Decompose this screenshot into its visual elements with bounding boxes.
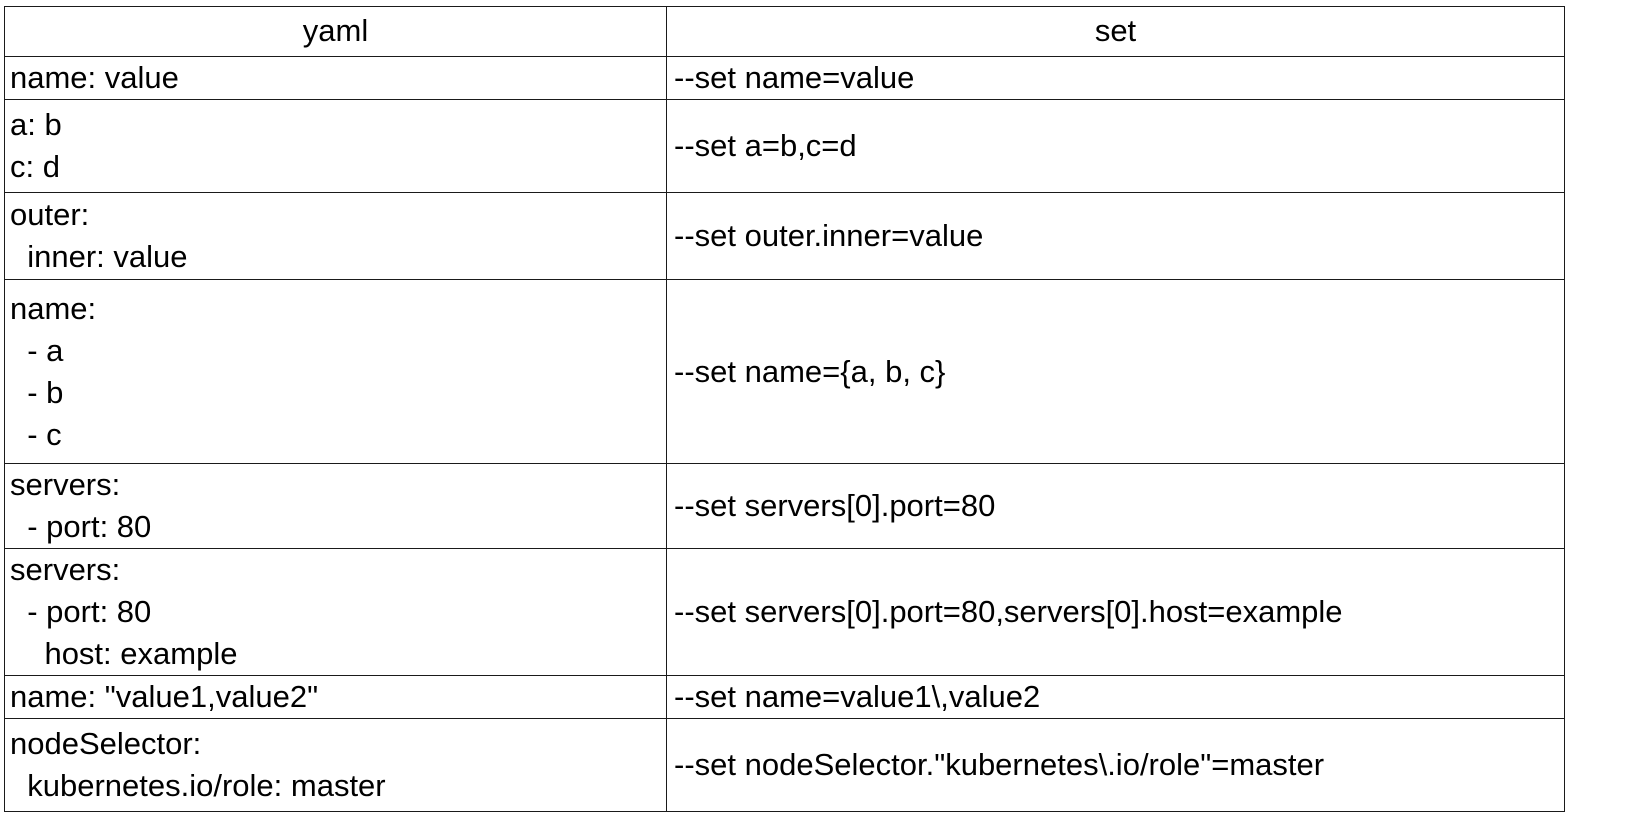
table-row: name: value --set name=value (4, 56, 1565, 100)
column-header-set: set (666, 6, 1565, 57)
table-row: a: b c: d --set a=b,c=d (4, 99, 1565, 193)
set-cell: --set nodeSelector."kubernetes\.io/role"… (666, 718, 1565, 812)
column-header-set-label: set (1094, 13, 1137, 48)
yaml-snippet: servers: - port: 80 host: example (10, 552, 238, 671)
yaml-snippet: outer: inner: value (10, 197, 188, 274)
table-header: yaml set (4, 6, 1565, 57)
column-header-yaml: yaml (4, 6, 667, 57)
set-cell: --set name=value1\,value2 (666, 675, 1565, 719)
set-cell: --set name=value (666, 56, 1565, 100)
set-cell: --set name={a, b, c} (666, 279, 1565, 464)
table-body: name: value --set name=value a: b c: d -… (4, 56, 1565, 812)
yaml-cell: servers: - port: 80 host: example (4, 548, 667, 676)
yaml-cell: servers: - port: 80 (4, 463, 667, 549)
table-row: name: "value1,value2" --set name=value1\… (4, 675, 1565, 719)
set-flag-snippet: --set name=value (674, 60, 915, 95)
yaml-snippet: a: b c: d (10, 107, 62, 184)
set-flag-snippet: --set servers[0].port=80 (674, 488, 996, 523)
set-flag-snippet: --set name=value1\,value2 (674, 679, 1041, 714)
yaml-snippet: name: "value1,value2" (10, 679, 319, 714)
set-cell: --set a=b,c=d (666, 99, 1565, 193)
set-cell: --set servers[0].port=80,servers[0].host… (666, 548, 1565, 676)
table-row: outer: inner: value --set outer.inner=va… (4, 192, 1565, 280)
yaml-cell: name: "value1,value2" (4, 675, 667, 719)
table-row: servers: - port: 80 --set servers[0].por… (4, 463, 1565, 549)
set-flag-snippet: --set outer.inner=value (674, 218, 984, 253)
set-cell: --set outer.inner=value (666, 192, 1565, 280)
set-flag-snippet: --set nodeSelector."kubernetes\.io/role"… (674, 747, 1325, 782)
table-row: name: - a - b - c --set name={a, b, c} (4, 279, 1565, 464)
yaml-snippet: servers: - port: 80 (10, 467, 152, 544)
yaml-cell: name: - a - b - c (4, 279, 667, 464)
yaml-snippet: nodeSelector: kubernetes.io/role: master (10, 726, 386, 803)
yaml-to-set-mapping-container: yaml set name: value --set name=value a:… (4, 6, 1565, 812)
table-row: nodeSelector: kubernetes.io/role: master… (4, 718, 1565, 812)
table-row: servers: - port: 80 host: example --set … (4, 548, 1565, 676)
set-flag-snippet: --set a=b,c=d (674, 128, 857, 163)
yaml-cell: outer: inner: value (4, 192, 667, 280)
table-header-row: yaml set (4, 6, 1565, 57)
set-flag-snippet: --set servers[0].port=80,servers[0].host… (674, 594, 1343, 629)
yaml-cell: name: value (4, 56, 667, 100)
yaml-set-mapping-table: yaml set name: value --set name=value a:… (4, 6, 1565, 812)
set-cell: --set servers[0].port=80 (666, 463, 1565, 549)
yaml-snippet: name: - a - b - c (10, 290, 97, 452)
yaml-snippet: name: value (10, 60, 179, 95)
column-header-yaml-label: yaml (302, 13, 369, 48)
yaml-cell: a: b c: d (4, 99, 667, 193)
yaml-cell: nodeSelector: kubernetes.io/role: master (4, 718, 667, 812)
set-flag-snippet: --set name={a, b, c} (674, 353, 946, 389)
